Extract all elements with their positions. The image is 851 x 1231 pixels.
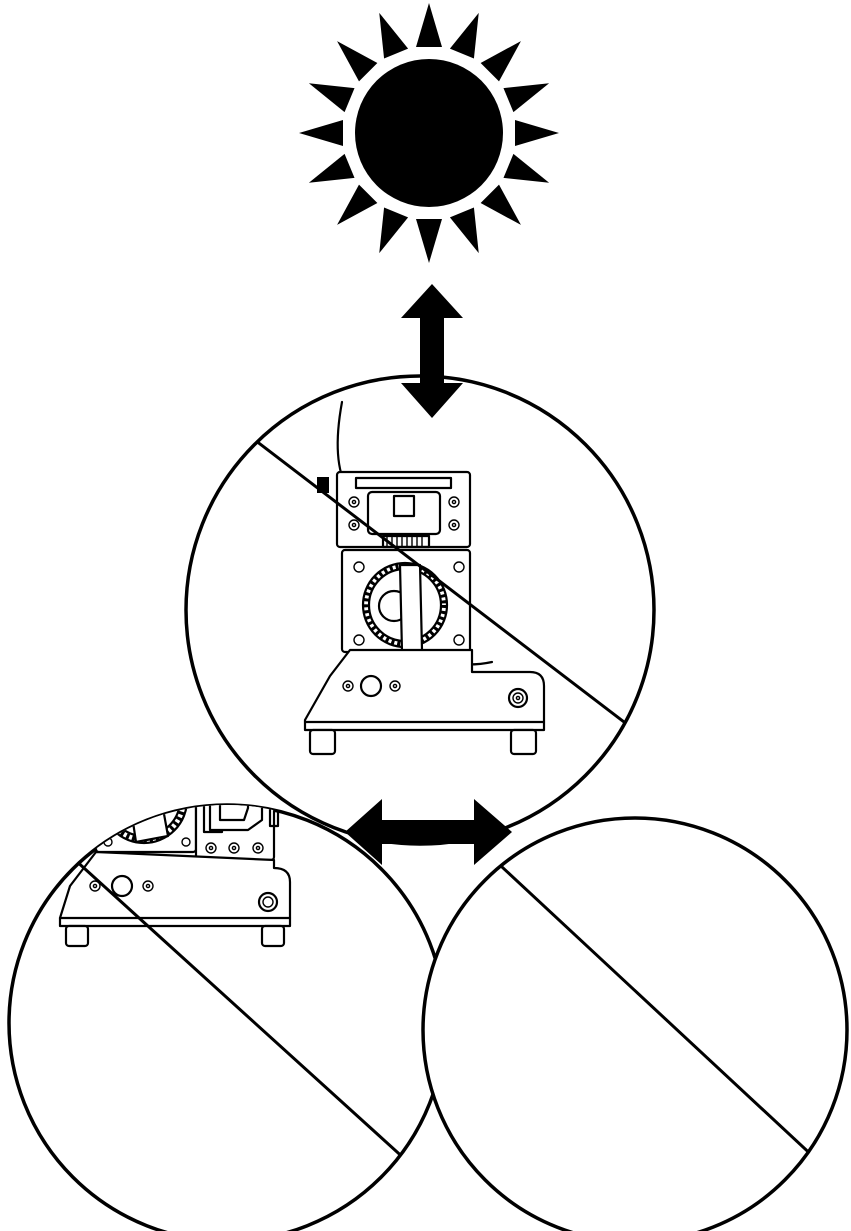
vertical-double-arrow-icon <box>401 284 463 418</box>
device-front-view-prohibited <box>184 374 656 846</box>
horizontal-double-arrow-icon <box>345 799 512 865</box>
sun-icon <box>299 3 559 263</box>
device-side-view-right-prohibited <box>421 816 849 1231</box>
